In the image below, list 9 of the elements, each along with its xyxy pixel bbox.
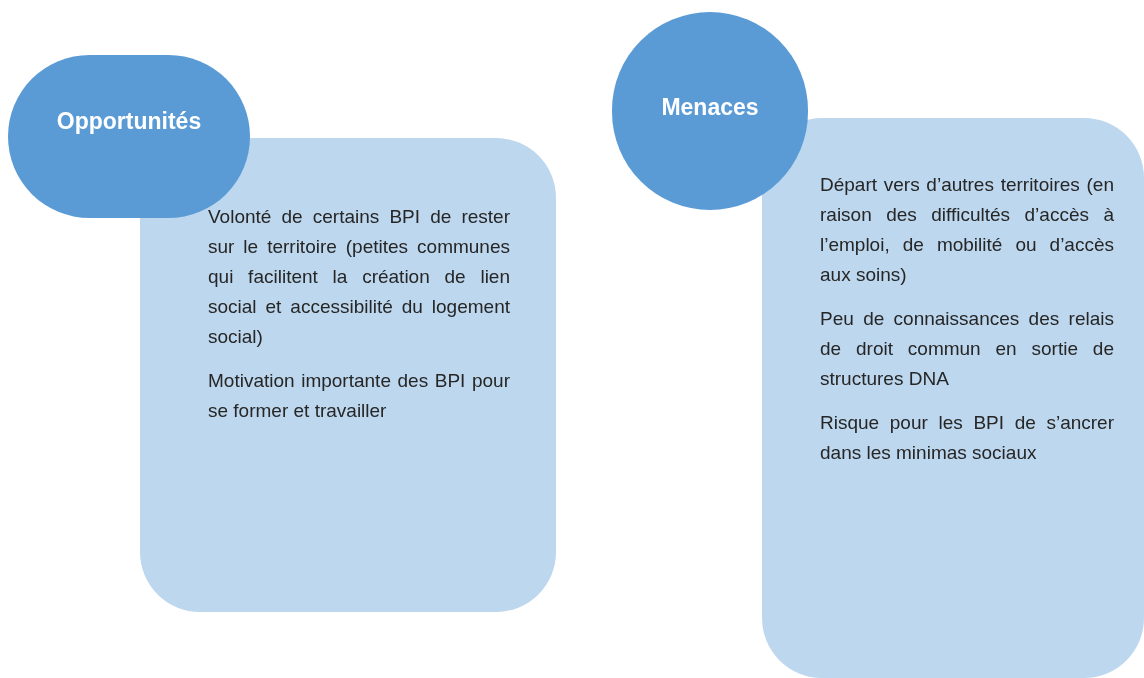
paragraph: Peu de connaissances des relais de droit commun en sortie de structures DNA [820,307,1114,391]
text-panel [762,118,1144,678]
text-panel [140,138,556,612]
paragraph: Risque pour les BPI de s’ancrer dans les minimas sociaux [820,411,1114,465]
paragraph: Volonté de certains BPI de rester sur le territoire (petites communes qui facilitent la création de lien social et accessibilité du logement social) [208,205,510,349]
heading-text: Opportunités [56,107,202,137]
paragraph: Motivation importante des BPI pour se former et travailler [208,369,510,423]
heading-text: Menaces [661,92,759,122]
paragraph: Départ vers d’autres territoires (en raison des difficultés d’accès à l’emploi, de mobilité ou d’accès aux soins) [820,173,1114,287]
